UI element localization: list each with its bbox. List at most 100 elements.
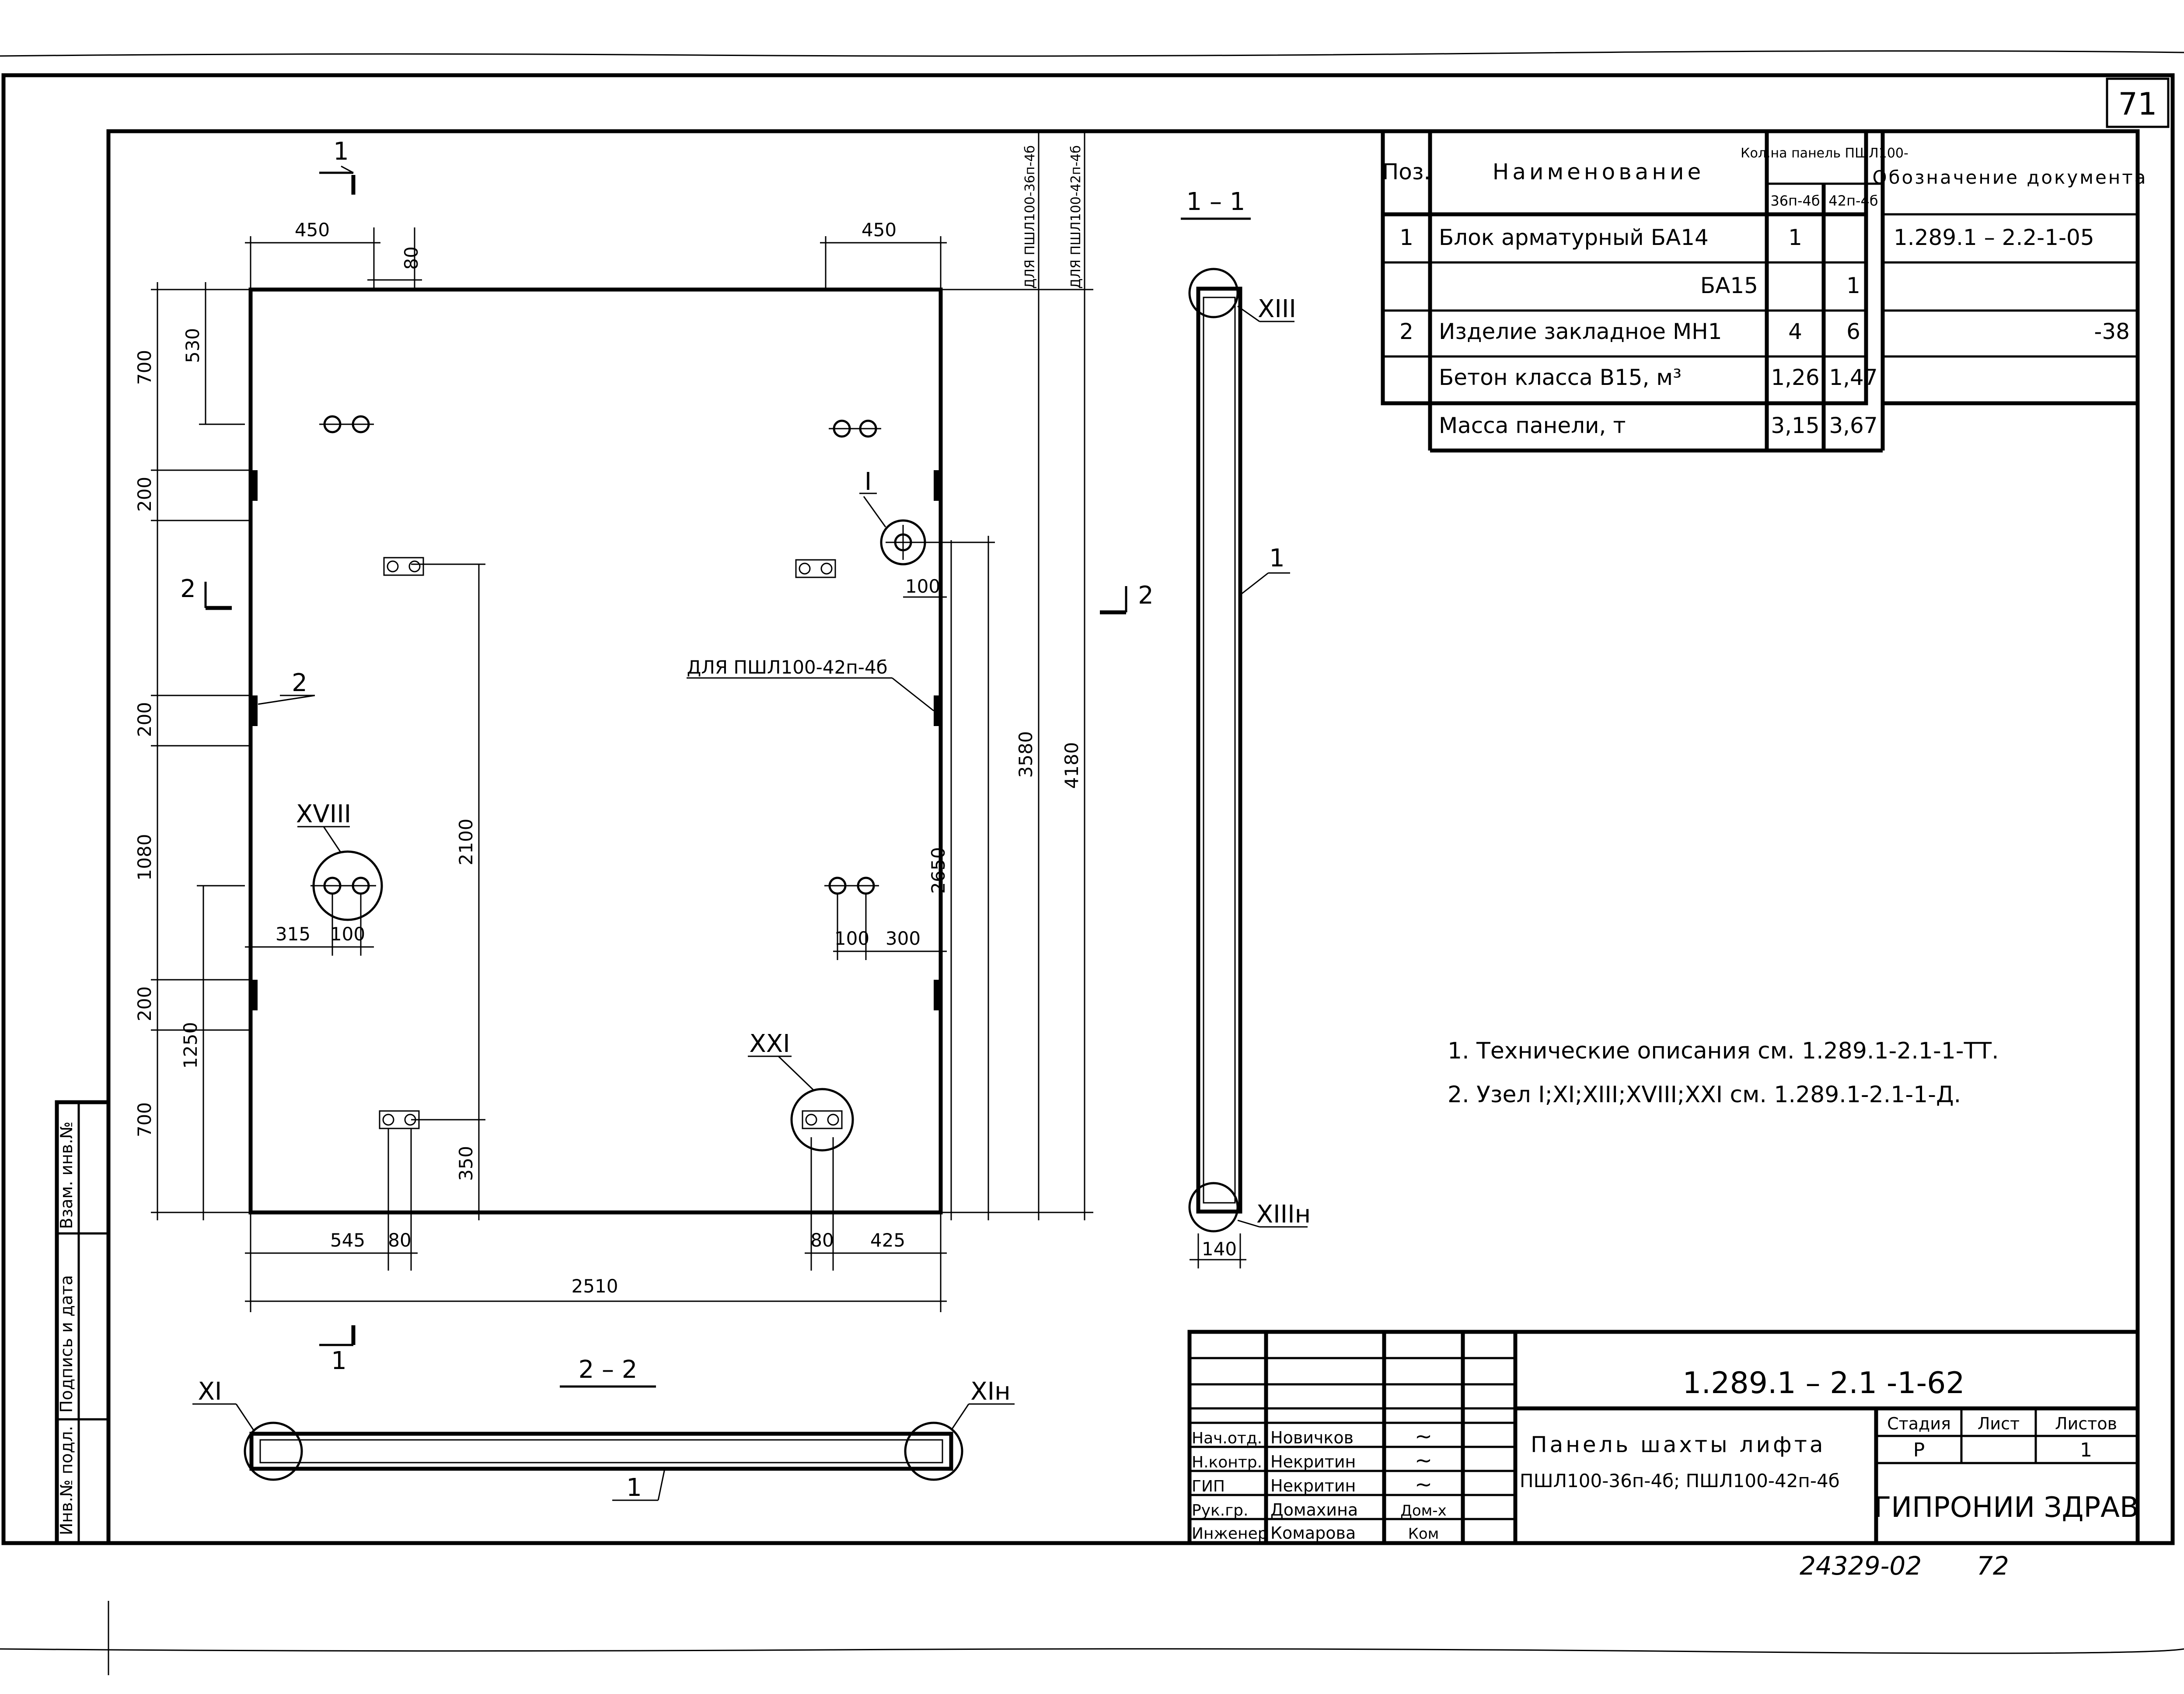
panel-outline — [248, 287, 943, 1215]
staff-role-2: Н.контр. — [1192, 1453, 1262, 1471]
staff-name-1: Новичков — [1270, 1428, 1354, 1447]
section-1-1-pos: 1 — [1269, 544, 1285, 573]
side-stamp: Инв.№ подл. Подпись и дата Взам. инв.№ — [55, 1100, 111, 1545]
staff-sign-5: Ком — [1408, 1525, 1439, 1543]
staff-name-5: Комарова — [1270, 1523, 1356, 1543]
organization: ГИПРОНИИ ЗДРАВ — [1874, 1491, 2139, 1524]
dim-left-200-b: 200 — [134, 702, 155, 737]
spec-row1-a: 1 — [1788, 225, 1802, 250]
section-mark-1-top: 1 — [319, 137, 356, 195]
section-1-1-node-top: XIII — [1258, 295, 1296, 323]
dim-left-530: 530 — [182, 328, 203, 363]
loops-mid-right — [824, 877, 879, 895]
embed-plate-left-1 — [251, 470, 258, 501]
stamp-sign-date: Подпись и дата — [57, 1275, 76, 1413]
dims-left: 700 530 200 200 1080 200 1250 700 — [134, 282, 251, 1220]
note-42-callout: ДЛЯ ПШЛ100-42п-4б — [687, 657, 934, 712]
section-mark-left-label: 2 — [180, 575, 196, 603]
dim-left-1250: 1250 — [180, 1022, 201, 1069]
spec-row5-name: Масса панели, т — [1439, 413, 1626, 438]
dim-inner-100-left: 100 — [330, 923, 365, 945]
stage-value: Р — [1913, 1439, 1925, 1461]
dims-right: 3580 4180 ДЛЯ ПШЛ100-36п-4б ДЛЯ ПШЛ100-4… — [941, 131, 1093, 1220]
stage-label: Стадия — [1887, 1414, 1951, 1433]
dim-left-700-bottom: 700 — [134, 1102, 155, 1137]
spec-row4-name: Бетон класса В15, м³ — [1439, 365, 1682, 390]
embed-plate-left-2 — [251, 695, 258, 726]
spec-row2-name: БА15 — [1700, 273, 1758, 298]
spec-row2-b: 1 — [1846, 273, 1860, 298]
dim-right-3580: 3580 — [1015, 731, 1036, 778]
dim-inner-2650: 2650 — [928, 847, 949, 894]
spec-row5-a: 3,15 — [1771, 413, 1819, 438]
panel-elevation: I XVIII XXI 2 ДЛЯ ПШЛ100-42п-4б — [134, 131, 1154, 1375]
embed-plate-right-3 — [934, 980, 941, 1010]
staff-name-2: Некритин — [1270, 1452, 1356, 1471]
archive-page: 72 — [1977, 1551, 2009, 1581]
dim-top-450-left: 450 — [295, 219, 330, 241]
staff-name-4: Домахина — [1270, 1500, 1358, 1519]
dim-bottom-545: 545 — [330, 1229, 365, 1251]
section-mark-right-label: 2 — [1138, 581, 1154, 610]
staff-role-5: Инженер — [1192, 1525, 1268, 1543]
node-XXI-callout: XXI — [748, 1030, 854, 1152]
spec-row3-name: Изделие закладное МН1 — [1439, 319, 1722, 344]
title-block: 1.289.1 – 2.1 -1-62 Панель шахты лифта П… — [1187, 1330, 2140, 1545]
archive-number: 24329-02 — [1800, 1551, 1922, 1581]
section-mark-2-left: 2 — [180, 575, 232, 610]
staff-role-1: Нач.отд. — [1192, 1429, 1262, 1447]
spec-row3-a: 4 — [1788, 319, 1802, 344]
embed-plate-right-1 — [934, 470, 941, 501]
section-1-1-outline — [1196, 286, 1242, 1214]
dims-top: 450 80 450 — [245, 219, 947, 290]
spec-table: Поз. Наименование Кол.на панель ПШЛ100- … — [1381, 129, 2148, 453]
node-XXI-label: XXI — [749, 1030, 790, 1058]
section-2-2-node-left: XI — [198, 1377, 222, 1406]
dim-bottom-425: 425 — [870, 1229, 905, 1251]
loops-top-left — [319, 415, 374, 433]
dims-bottom: 545 80 80 425 2510 — [245, 1128, 947, 1312]
title-line1: Панель шахты лифта — [1531, 1432, 1825, 1457]
anchors-right-upper — [795, 559, 836, 578]
sheet-number: 71 — [2118, 86, 2157, 122]
dim-inner-315: 315 — [276, 923, 311, 945]
spec-row4-b: 1,47 — [1829, 365, 1877, 390]
node-I-callout: I — [859, 468, 926, 566]
spec-header-qty: Кол.на панель ПШЛ100- — [1741, 146, 1908, 161]
dim-top-80: 80 — [401, 246, 422, 269]
drawing-frame — [106, 129, 2140, 1545]
anchors-left-upper — [383, 557, 424, 576]
spec-row5-b: 3,67 — [1829, 413, 1877, 438]
sheets-value: 1 — [2080, 1439, 2092, 1461]
spec-row3-doc: -38 — [2094, 319, 2130, 344]
dim-inner-100-right: 100 — [834, 928, 869, 949]
spec-header-pos: Поз. — [1382, 159, 1431, 185]
spec-header-doc: Обозначение документа — [1873, 167, 2148, 188]
staff-role-3: ГИП — [1192, 1477, 1225, 1495]
sheet-edge-top — [0, 50, 2184, 57]
dim-inner-2100: 2100 — [455, 819, 477, 866]
dim-inner-350: 350 — [455, 1146, 477, 1181]
spec-header-qty-a: 36п-4б — [1770, 192, 1820, 209]
spec-row1-name: Блок арматурный БА14 — [1439, 225, 1709, 250]
section-2-2-node-right: XIн — [970, 1377, 1011, 1406]
section-mark-2-right: 2 — [1100, 581, 1154, 615]
staff-sign-1: ~ — [1415, 1424, 1432, 1449]
dim-bottom-80-right: 80 — [810, 1229, 834, 1251]
dim-left-700-top: 700 — [134, 350, 155, 385]
spec-header-qty-b: 42п-4б — [1828, 192, 1878, 209]
pos2-callout: 2 — [258, 669, 315, 705]
spec-row3-pos: 2 — [1399, 319, 1413, 344]
staff-name-3: Некритин — [1270, 1476, 1356, 1495]
sheets-label: Листов — [2055, 1414, 2117, 1433]
node-I-label: I — [865, 468, 872, 496]
spec-row1-pos: 1 — [1399, 225, 1413, 250]
dim-left-200-a: 200 — [134, 477, 155, 512]
dim-left-1080: 1080 — [134, 834, 155, 881]
dim-right-label-42: ДЛЯ ПШЛ100-42п-4б — [1068, 145, 1084, 289]
spec-row4-a: 1,26 — [1771, 365, 1819, 390]
embed-plate-left-3 — [251, 980, 258, 1010]
node-XVIII-callout: XVIII — [296, 800, 383, 921]
